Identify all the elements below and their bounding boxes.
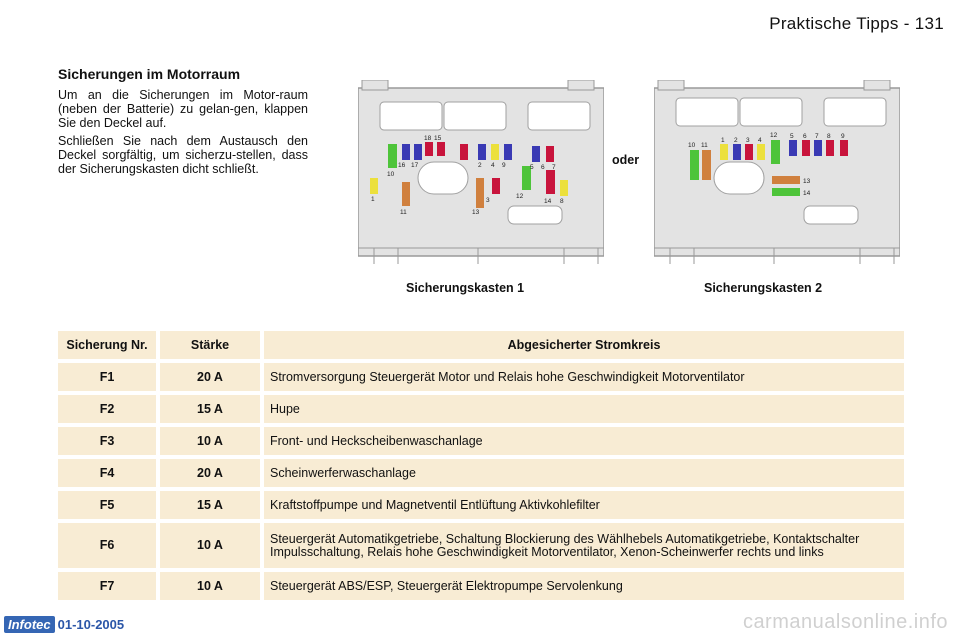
footer-date: 01-10-2005	[57, 617, 125, 632]
fuse-table: Sicherung Nr. Stärke Abgesicherter Strom…	[58, 331, 904, 604]
intro-paragraph: Schließen Sie nach dem Austausch den Dec…	[58, 134, 308, 176]
fuse-rating: 20 A	[160, 459, 260, 487]
fuse-circuit: Stromversorgung Steuergerät Motor und Re…	[264, 363, 904, 391]
fuse-circuit: Steuergerät Automatikgetriebe, Schaltung…	[264, 523, 904, 568]
fuse-label: 10	[688, 142, 696, 149]
fuse-label: 10	[387, 171, 395, 178]
fuse-rating: 10 A	[160, 427, 260, 455]
fuse-label: 1	[721, 137, 725, 144]
fuse-label: 18	[424, 135, 432, 142]
fusebox-1-diagram: 1 2 3 4 5 6 7 8 9 10 11 12 13 14 15 16 1…	[358, 80, 604, 266]
fusebox-1-caption: Sicherungskasten 1	[406, 281, 525, 295]
fuse-labels: 1 2 3 4 5 6 7 8 9 10 11 12 13 14	[688, 132, 845, 197]
fuse-circuit: Steuergerät ABS/ESP, Steuergerät Elektro…	[264, 572, 904, 600]
table-row: F5 15 A Kraftstoffpumpe und Magnetventil…	[58, 491, 904, 519]
table-row: F7 10 A Steuergerät ABS/ESP, Steuergerät…	[58, 572, 904, 600]
fuse-label: 6	[541, 164, 545, 171]
section-title: Sicherungen im Motorraum	[58, 66, 241, 82]
fuse-label: 12	[770, 132, 778, 139]
fusebox-housing	[358, 80, 604, 264]
fuse-label: 8	[827, 133, 831, 140]
infotec-logo: Infotec	[4, 616, 55, 633]
fuse-number: F2	[58, 395, 156, 423]
fuse-label: 5	[530, 164, 534, 171]
table-row: F6 10 A Steuergerät Automatikgetriebe, S…	[58, 523, 904, 568]
fuse-label: 9	[841, 133, 845, 140]
table-header-row: Sicherung Nr. Stärke Abgesicherter Strom…	[58, 331, 904, 359]
fuse-number: F3	[58, 427, 156, 455]
fuse-label: 9	[502, 162, 506, 169]
fuse-label: 2	[734, 137, 738, 144]
fuse-rating: 20 A	[160, 363, 260, 391]
fuse-rating: 15 A	[160, 491, 260, 519]
fuse-label: 8	[560, 198, 564, 205]
header-rating: Stärke	[160, 331, 260, 359]
fuse-number: F5	[58, 491, 156, 519]
fuse-label: 3	[486, 197, 490, 204]
fuse-label: 14	[544, 198, 552, 205]
fuse-number: F1	[58, 363, 156, 391]
intro-paragraph: Um an die Sicherungen im Motor-raum (neb…	[58, 88, 308, 130]
watermark: carmanualsonline.info	[742, 611, 948, 633]
fuse-labels: 1 2 3 4 5 6 7 8 9 10 11 12 13 14 15 16 1…	[371, 135, 564, 216]
separator-text: oder	[612, 153, 640, 167]
fuse-number: F6	[58, 523, 156, 568]
fusebox-housing	[654, 80, 900, 264]
fusebox-2-caption: Sicherungskasten 2	[704, 281, 823, 295]
fuse-label: 16	[398, 162, 406, 169]
fusebox-2-diagram: 1 2 3 4 5 6 7 8 9 10 11 12 13 14	[654, 80, 900, 266]
header-circuit: Abgesicherter Stromkreis	[264, 331, 904, 359]
fuse-circuit: Kraftstoffpumpe und Magnetventil Entlüft…	[264, 491, 904, 519]
fuse-label: 3	[746, 137, 750, 144]
fuse-circuit: Hupe	[264, 395, 904, 423]
fuse-label: 6	[803, 133, 807, 140]
fuse-label: 4	[758, 137, 762, 144]
page-title: Praktische Tipps - 131	[769, 14, 944, 33]
fuse-slots	[690, 140, 848, 196]
fuse-label: 2	[478, 162, 482, 169]
fuse-circuit: Front- und Heckscheibenwaschanlage	[264, 427, 904, 455]
fuse-label: 15	[434, 135, 442, 142]
fuse-label: 7	[815, 133, 819, 140]
fuse-label: 13	[472, 209, 480, 216]
fuse-label: 17	[411, 162, 419, 169]
table-row: F2 15 A Hupe	[58, 395, 904, 423]
fuse-label: 13	[803, 178, 811, 185]
table-row: F4 20 A Scheinwerferwaschanlage	[58, 459, 904, 487]
fuse-slots	[370, 142, 568, 208]
fuse-label: 7	[552, 164, 556, 171]
table-row: F3 10 A Front- und Heckscheibenwaschanla…	[58, 427, 904, 455]
header-fuse-number: Sicherung Nr.	[58, 331, 156, 359]
footer: Infotec 01-10-2005	[4, 616, 124, 633]
fuse-label: 11	[400, 209, 407, 216]
fuse-label: 4	[491, 162, 495, 169]
fuse-label: 5	[790, 133, 794, 140]
fuse-number: F4	[58, 459, 156, 487]
fuse-label: 12	[516, 193, 524, 200]
fuse-rating: 10 A	[160, 572, 260, 600]
fuse-label: 14	[803, 190, 811, 197]
fuse-rating: 10 A	[160, 523, 260, 568]
fuse-circuit: Scheinwerferwaschanlage	[264, 459, 904, 487]
fuse-label: 11	[701, 142, 708, 149]
intro-text: Um an die Sicherungen im Motor-raum (neb…	[58, 88, 308, 180]
fuse-label: 1	[371, 196, 375, 203]
table-row: F1 20 A Stromversorgung Steuergerät Moto…	[58, 363, 904, 391]
fuse-number: F7	[58, 572, 156, 600]
fuse-rating: 15 A	[160, 395, 260, 423]
